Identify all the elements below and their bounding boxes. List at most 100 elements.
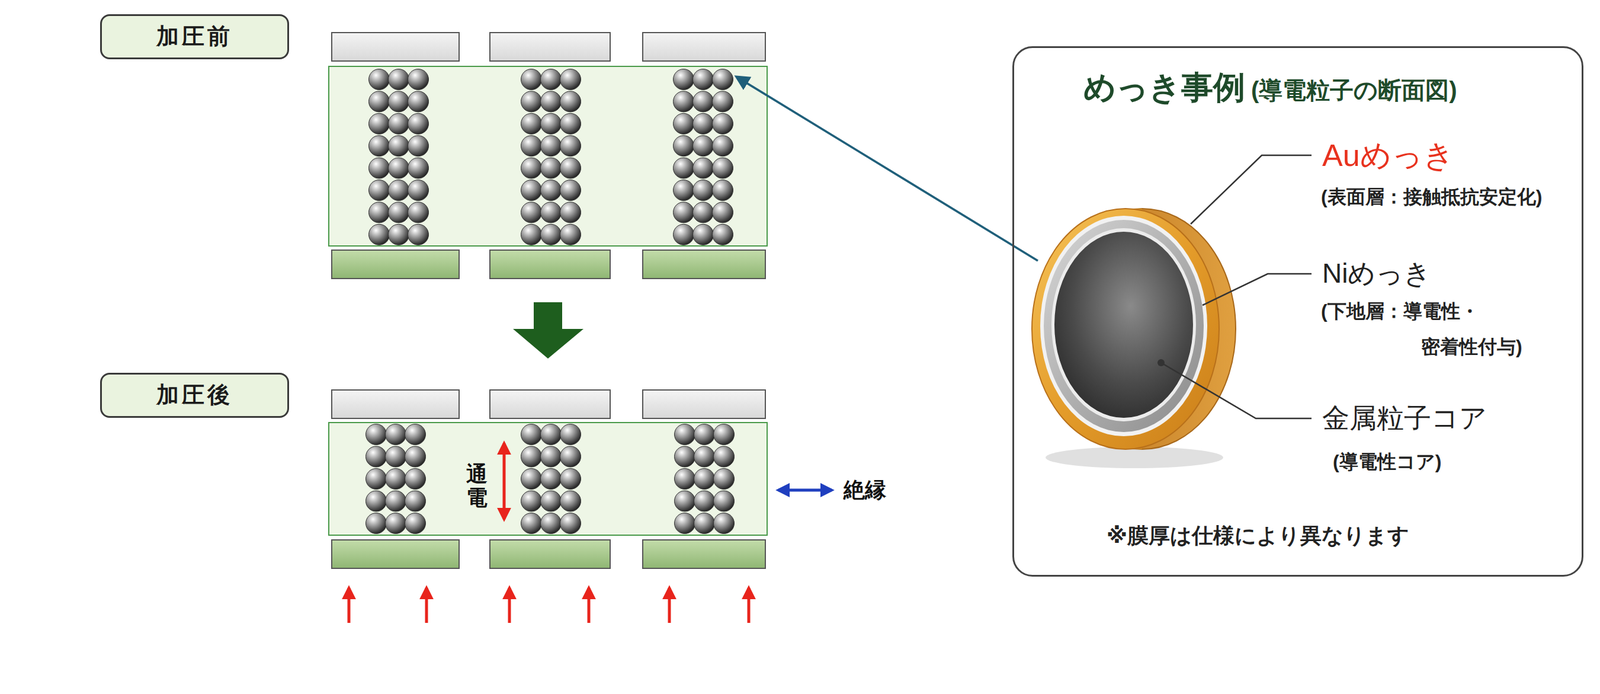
- conductive-particle: [560, 512, 582, 534]
- lower-electrode: [489, 539, 611, 569]
- conductive-particle: [693, 113, 714, 134]
- conductive-particle: [713, 424, 735, 445]
- layer-description-wrap: (下地層：導電性・ 密着性付与): [1320, 293, 1558, 365]
- upper-electrode: [331, 389, 460, 419]
- pressure-arrow: [668, 587, 672, 623]
- conductive-particle: [712, 135, 734, 157]
- conductive-particle: [693, 135, 714, 157]
- conductive-particle: [540, 69, 562, 91]
- conductive-particle: [694, 446, 715, 467]
- conductive-particle: [405, 468, 426, 490]
- conductive-particle: [540, 113, 562, 134]
- au-layer: [1031, 208, 1220, 450]
- conductive-particle: [560, 113, 582, 134]
- upper-electrode: [331, 32, 460, 62]
- conductive-particle: [694, 424, 715, 445]
- conduction-label: 通電: [466, 462, 488, 509]
- conductive-particle: [388, 91, 410, 112]
- leader-line: [1161, 362, 1312, 419]
- layer-name: 金属粒子コア: [1322, 401, 1487, 435]
- conductive-particle: [560, 180, 582, 201]
- pressure-arrow: [425, 587, 429, 623]
- conductive-particle: [674, 512, 696, 534]
- conductive-particle: [560, 91, 582, 112]
- conductive-particle: [388, 223, 410, 245]
- conductive-particle: [693, 201, 714, 223]
- particle-columns: [366, 424, 735, 534]
- lower-electrode: [489, 249, 611, 279]
- conductive-particle: [673, 180, 695, 201]
- conductive-particle: [560, 135, 582, 157]
- leader-line: [1190, 155, 1312, 224]
- after-assembly: [328, 389, 832, 569]
- stage-label: 加圧前: [156, 23, 234, 51]
- stage-label-box: 加圧前: [100, 14, 290, 60]
- ni-layer: [1043, 219, 1204, 432]
- conductive-particle: [713, 512, 735, 534]
- conductive-particle: [408, 201, 429, 223]
- conductive-particle: [540, 135, 562, 157]
- conductive-particle: [713, 446, 735, 467]
- conductive-particle: [521, 446, 543, 467]
- conductive-particle: [560, 69, 582, 91]
- conductive-particle: [560, 446, 582, 467]
- layer-name-wrap: Niめっき: [1322, 257, 1432, 290]
- conductive-particle: [521, 490, 543, 512]
- conductive-particle: [521, 157, 543, 179]
- conductive-particle: [694, 468, 715, 490]
- conductive-particle: [385, 424, 407, 445]
- layer-boundary: [1040, 215, 1208, 436]
- conductive-particle: [366, 446, 387, 467]
- conductive-particle: [521, 135, 543, 157]
- conductive-particle: [694, 512, 715, 534]
- process-arrow: [512, 302, 584, 359]
- conductive-particle: [369, 91, 390, 112]
- pressure-arrow: [347, 587, 351, 623]
- conductive-particle: [540, 446, 562, 467]
- conductive-particle: [693, 157, 714, 179]
- conductive-particle: [560, 157, 582, 179]
- panel-title: めっき事例: [1083, 68, 1246, 107]
- conductive-particle: [408, 223, 429, 245]
- stage-label-box: 加圧後: [100, 372, 290, 418]
- conductive-particle: [369, 157, 390, 179]
- layer-name: Niめっき: [1322, 257, 1432, 290]
- leader-line: [1202, 273, 1312, 306]
- conductive-particle: [693, 69, 714, 91]
- conductive-particle: [540, 424, 562, 445]
- pressure-arrows: [348, 587, 749, 623]
- layer-description-wrap: (表面層：接触抵抗安定化): [1320, 185, 1542, 208]
- conductive-particle: [369, 201, 390, 223]
- lower-electrode: [331, 249, 460, 279]
- conductive-particle: [388, 69, 410, 91]
- conductive-particle: [405, 490, 426, 512]
- layer-description-wrap: (導電性コア): [1332, 450, 1442, 473]
- note-wrap: ※膜厚は仕様により異なります: [1106, 521, 1410, 550]
- conductive-particle: [674, 424, 696, 445]
- conductive-particle: [388, 157, 410, 179]
- conductive-particle: [560, 201, 582, 223]
- conductive-particle: [712, 69, 734, 91]
- conductive-particle: [560, 223, 582, 245]
- adhesive-film: [328, 422, 768, 535]
- conductive-particle: [521, 180, 543, 201]
- pressure-arrow: [508, 587, 512, 623]
- insulation-label: 絶縁: [843, 476, 887, 503]
- conductive-particle: [673, 69, 695, 91]
- upper-electrode: [489, 32, 611, 62]
- detail-panel: めっき事例(導電粒子の断面図)※膜厚は仕様により異なります: [1012, 46, 1584, 577]
- leader-dot: [1157, 358, 1165, 367]
- layer-name: Auめっき: [1322, 136, 1455, 174]
- particle-columns: [369, 69, 734, 246]
- conductive-particle: [560, 424, 582, 445]
- conductive-particle: [408, 135, 429, 157]
- conductive-particle: [366, 512, 387, 534]
- conductive-particle: [521, 512, 543, 534]
- conductive-particle: [540, 201, 562, 223]
- conductive-particle: [369, 135, 390, 157]
- conductive-particle: [408, 91, 429, 112]
- conductive-particle: [694, 490, 715, 512]
